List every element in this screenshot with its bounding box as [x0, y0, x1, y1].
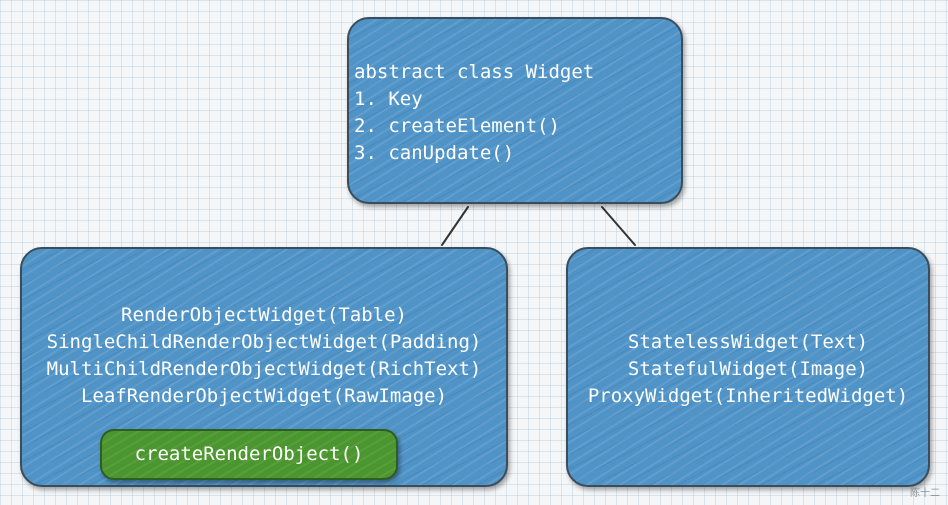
component-widget-line: ProxyWidget(InheritedWidget): [587, 385, 909, 407]
connector-root-right: [601, 206, 636, 246]
render-widget-line: MultiChildRenderObjectWidget(RichText): [46, 358, 482, 380]
render-widget-line: RenderObjectWidget(Table): [121, 304, 407, 326]
widget-line: 2. createElement(): [354, 115, 560, 137]
render-widget-line: LeafRenderObjectWidget(RawImage): [80, 385, 448, 407]
widget-line: 1. Key: [354, 88, 423, 110]
component-widget-line: StatefulWidget(Image): [627, 358, 869, 380]
render-widget-line: SingleChildRenderObjectWidget(Padding): [46, 331, 482, 353]
component-widget-node: StatelessWidget(Text) StatefulWidget(Ima…: [566, 247, 930, 487]
component-widget-line: StatelessWidget(Text): [627, 331, 869, 353]
render-object-widget-text: RenderObjectWidget(Table) SingleChildRen…: [22, 302, 506, 410]
widget-line: abstract class Widget: [354, 61, 595, 83]
watermark: 陈十二: [910, 488, 940, 499]
component-widget-text: StatelessWidget(Text) StatefulWidget(Ima…: [568, 329, 928, 410]
render-object-widget-node: RenderObjectWidget(Table) SingleChildRen…: [20, 247, 508, 487]
create-render-object-node: createRenderObject(): [100, 429, 398, 480]
widget-class-text: abstract class Widget 1. Key 2. createEl…: [354, 59, 594, 167]
widget-line: 3. canUpdate(): [354, 142, 515, 164]
connector-root-left: [441, 206, 469, 246]
widget-class-node: abstract class Widget 1. Key 2. createEl…: [347, 17, 683, 204]
